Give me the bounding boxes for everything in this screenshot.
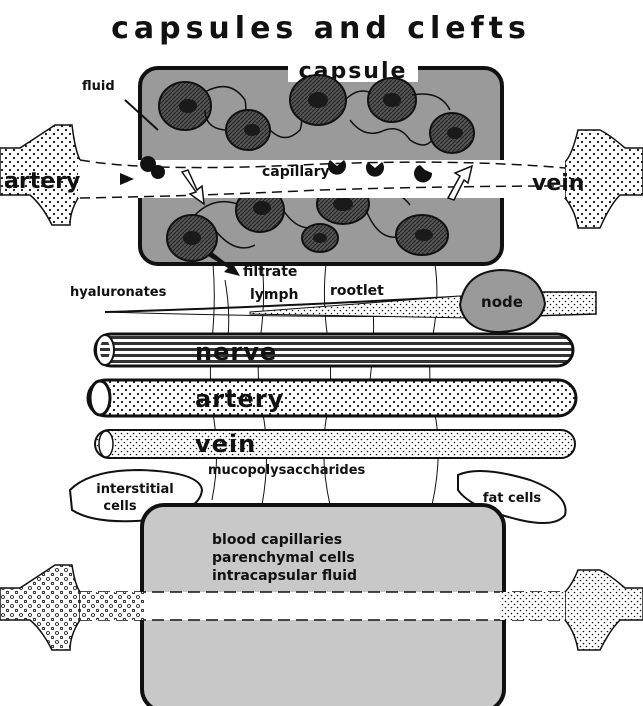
nerve-label: nerve bbox=[195, 338, 277, 366]
capillary-label: capillary bbox=[262, 164, 330, 180]
filtrate-label: filtrate bbox=[243, 264, 297, 280]
top-vein-label: vein bbox=[532, 171, 584, 196]
artery-tube bbox=[88, 380, 576, 416]
nerve-tube bbox=[95, 334, 573, 366]
mucopolysaccharides-label: mucopolysaccharides bbox=[208, 463, 366, 478]
interstitial-label-2: cells bbox=[103, 499, 136, 514]
lymph-label: lymph bbox=[250, 287, 299, 303]
hyaluronates-label: hyaluronates bbox=[70, 285, 167, 300]
bottom-artery-flare bbox=[0, 565, 80, 650]
lower-label-blood-capillaries: blood capillaries bbox=[212, 532, 342, 548]
fluid-label: fluid bbox=[82, 79, 115, 94]
vein-mid-label: vein bbox=[195, 430, 256, 458]
vein-tube bbox=[95, 430, 575, 458]
diagram-title: capsules and clefts bbox=[111, 11, 531, 46]
artery-mid-label: artery bbox=[195, 385, 284, 413]
rootlet-label: rootlet bbox=[330, 283, 384, 299]
fat-cells-label: fat cells bbox=[483, 491, 542, 506]
node-label: node bbox=[481, 293, 523, 311]
bottom-vein-flare bbox=[565, 570, 643, 650]
lower-label-intracapsular-fluid: intracapsular fluid bbox=[212, 568, 357, 584]
interstitial-label-1: interstitial bbox=[96, 482, 173, 497]
lower-label-parenchymal-cells: parenchymal cells bbox=[212, 550, 355, 566]
top-artery-label: artery bbox=[4, 169, 80, 194]
